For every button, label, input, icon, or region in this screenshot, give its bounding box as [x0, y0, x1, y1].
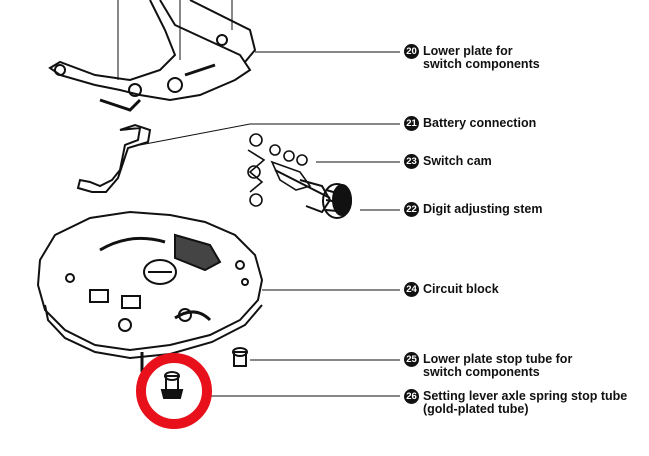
part-number-badge: 24 [404, 282, 419, 297]
lower-plate-stop-tube-drawing [232, 347, 248, 367]
part-number-badge: 26 [404, 389, 419, 404]
part-label-23: 23 Switch cam [404, 154, 492, 169]
part-label-21: 21 Battery connection [404, 116, 537, 131]
digit-adjusting-stem-drawing [274, 169, 352, 219]
part-number-badge: 22 [404, 202, 419, 217]
part-number-badge: 25 [404, 352, 419, 367]
part-name-line-1: Digit adjusting stem [423, 202, 543, 216]
part-label-22: 22 Digit adjusting stem [404, 202, 543, 217]
part-label-20: 20 Lower plate for switch components [404, 44, 540, 71]
leader-lines [139, 51, 400, 397]
part-name-line-1: Circuit block [423, 282, 499, 296]
part-label-26: 26 Setting lever axle spring stop tube (… [404, 389, 628, 416]
part-name-line-1: Setting lever axle spring stop tube [423, 389, 628, 403]
lower-plate-drawing [48, 0, 257, 112]
battery-connection-drawing [76, 123, 152, 193]
part-name-line-2: (gold-plated tube) [423, 402, 529, 416]
setting-lever-stop-tube-drawing [160, 371, 184, 399]
part-name-line-1: Lower plate for [423, 44, 513, 58]
highlight-circle [136, 353, 212, 429]
part-name-line-1: Battery connection [423, 116, 537, 130]
switch-cam-drawing [247, 133, 312, 207]
part-number-badge: 21 [404, 116, 419, 131]
part-number-badge: 20 [404, 44, 419, 59]
part-name-line-1: Lower plate stop tube for [423, 352, 573, 366]
circuit-block-drawing [36, 210, 264, 372]
part-name-line-1: Switch cam [423, 154, 492, 168]
part-label-24: 24 Circuit block [404, 282, 499, 297]
part-label-25: 25 Lower plate stop tube for switch comp… [404, 352, 573, 379]
part-name-line-2: switch components [423, 365, 540, 379]
part-name-line-2: switch components [423, 57, 540, 71]
part-number-badge: 23 [404, 154, 419, 169]
